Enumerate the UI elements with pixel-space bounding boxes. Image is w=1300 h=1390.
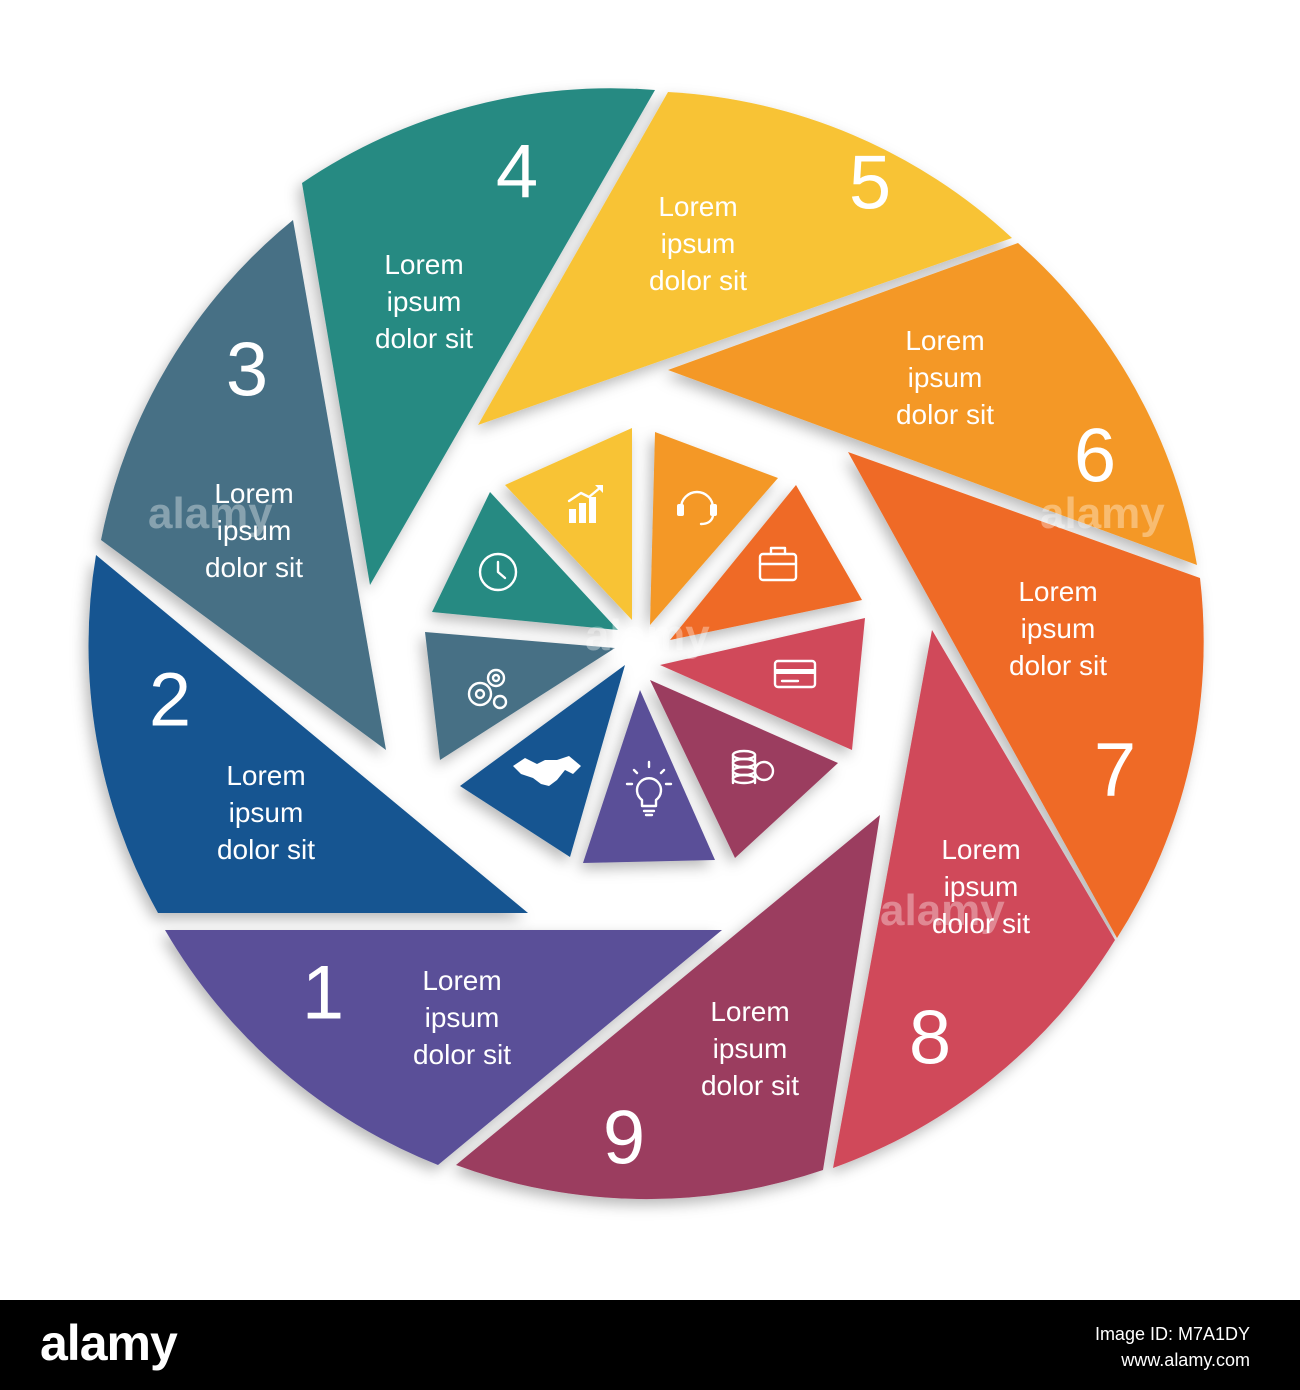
watermark-left: alamy [148, 489, 273, 538]
segment-5-text-line3: dolor sit [649, 265, 747, 296]
segment-3-text-line3: dolor sit [205, 552, 303, 583]
footer-url: www.alamy.com [1121, 1350, 1250, 1370]
segment-5-label: 5 Lorem ipsum dolor sit [649, 141, 891, 297]
segment-7-number: 7 [1094, 728, 1136, 813]
gears-icon [467, 668, 508, 710]
inner-wedge-2 [460, 665, 625, 857]
segment-3-number: 3 [226, 328, 268, 413]
segment-2-text-line2: ipsum [229, 797, 304, 828]
inner-wedge-3 [425, 632, 615, 760]
inner-wedge-8 [660, 618, 865, 750]
segment-7-text-line3: dolor sit [1009, 650, 1107, 681]
segment-1-text-line3: dolor sit [413, 1039, 511, 1070]
handshake-icon [513, 756, 581, 786]
segment-1-label: 1 Lorem ipsum dolor sit [302, 951, 511, 1071]
headset-icon [677, 490, 717, 526]
segment-6 [668, 243, 1197, 565]
inner-wedge-7 [670, 485, 862, 640]
segment-9-text-line2: ipsum [713, 1033, 788, 1064]
segment-6-label: 6 Lorem ipsum dolor sit [896, 325, 1116, 499]
circular-infographic: 1 Lorem ipsum dolor sit 2 Lorem ipsum do… [88, 88, 1204, 1200]
inner-wedge-9 [650, 680, 838, 858]
segment-5 [478, 92, 1012, 425]
segment-6-text-line2: ipsum [908, 362, 983, 393]
growth-chart-icon [567, 485, 603, 523]
segment-8-text-line2: ipsum [944, 871, 1019, 902]
segment-2-label: 2 Lorem ipsum dolor sit [149, 658, 315, 866]
segment-1-text-line1: Lorem [422, 965, 501, 996]
segment-4-text-line2: ipsum [387, 286, 462, 317]
segment-9-text-line1: Lorem [710, 996, 789, 1027]
inner-icons [467, 485, 817, 817]
coins-icon [731, 749, 775, 785]
credit-card-icon [773, 659, 817, 689]
segment-4-text-line3: dolor sit [375, 323, 473, 354]
segment-2 [88, 555, 528, 913]
segment-4-label: 4 Lorem ipsum dolor sit [375, 130, 538, 355]
watermark-right: alamy [1040, 489, 1165, 538]
segment-1 [165, 930, 722, 1165]
segment-2-number: 2 [149, 658, 191, 743]
inner-wedge-1 [583, 690, 715, 863]
segment-4-text-line1: Lorem [384, 249, 463, 280]
segment-7 [848, 452, 1204, 938]
watermark-lower-right: alamy [880, 886, 1005, 935]
segment-8-text-line1: Lorem [941, 834, 1020, 865]
segment-6-number: 6 [1074, 414, 1116, 499]
segment-1-number: 1 [302, 951, 344, 1036]
segment-8-text-line3: dolor sit [932, 908, 1030, 939]
segment-3 [101, 220, 386, 750]
inner-wedge-5 [505, 428, 632, 620]
segment-2-text-line3: dolor sit [217, 834, 315, 865]
footer-bar: alamy Image ID: M7A1DY www.alamy.com [0, 1300, 1300, 1390]
lightbulb-icon [625, 760, 673, 817]
segment-3-text-line2: ipsum [217, 515, 292, 546]
segment-5-text-line1: Lorem [658, 191, 737, 222]
watermark-center: alamy [585, 611, 710, 660]
segment-labels: 1 Lorem ipsum dolor sit 2 Lorem ipsum do… [149, 130, 1136, 1181]
watermarks: alamy alamy alamy alamy [148, 489, 1165, 935]
footer-image-id: Image ID: M7A1DY [1094, 1324, 1250, 1344]
segment-9-label: 9 Lorem ipsum dolor sit [603, 996, 799, 1181]
segment-4 [302, 88, 655, 585]
footer-brand: alamy [40, 1315, 178, 1371]
segment-3-text-line1: Lorem [214, 478, 293, 509]
outer-ring [88, 88, 1204, 1200]
segment-9-text-line3: dolor sit [701, 1070, 799, 1101]
segment-5-text-line2: ipsum [661, 228, 736, 259]
segment-5-number: 5 [849, 141, 891, 226]
segment-9-number: 9 [603, 1096, 645, 1181]
segment-7-text-line2: ipsum [1021, 613, 1096, 644]
segment-9 [456, 815, 880, 1200]
briefcase-icon [758, 546, 798, 582]
inner-wedge-4 [432, 492, 618, 630]
segment-4-number: 4 [496, 130, 538, 215]
segment-6-text-line1: Lorem [905, 325, 984, 356]
segment-8-label: 8 Lorem ipsum dolor sit [909, 834, 1030, 1081]
segment-7-text-line1: Lorem [1018, 576, 1097, 607]
segment-7-label: 7 Lorem ipsum dolor sit [1009, 576, 1136, 813]
segment-3-label: 3 Lorem ipsum dolor sit [205, 328, 303, 584]
segment-8-number: 8 [909, 996, 951, 1081]
clock-icon [478, 552, 518, 592]
segment-8 [833, 630, 1115, 1168]
segment-6-text-line3: dolor sit [896, 399, 994, 430]
segment-2-text-line1: Lorem [226, 760, 305, 791]
inner-wedge-6 [650, 432, 778, 625]
inner-ring [425, 428, 865, 863]
segment-1-text-line2: ipsum [425, 1002, 500, 1033]
